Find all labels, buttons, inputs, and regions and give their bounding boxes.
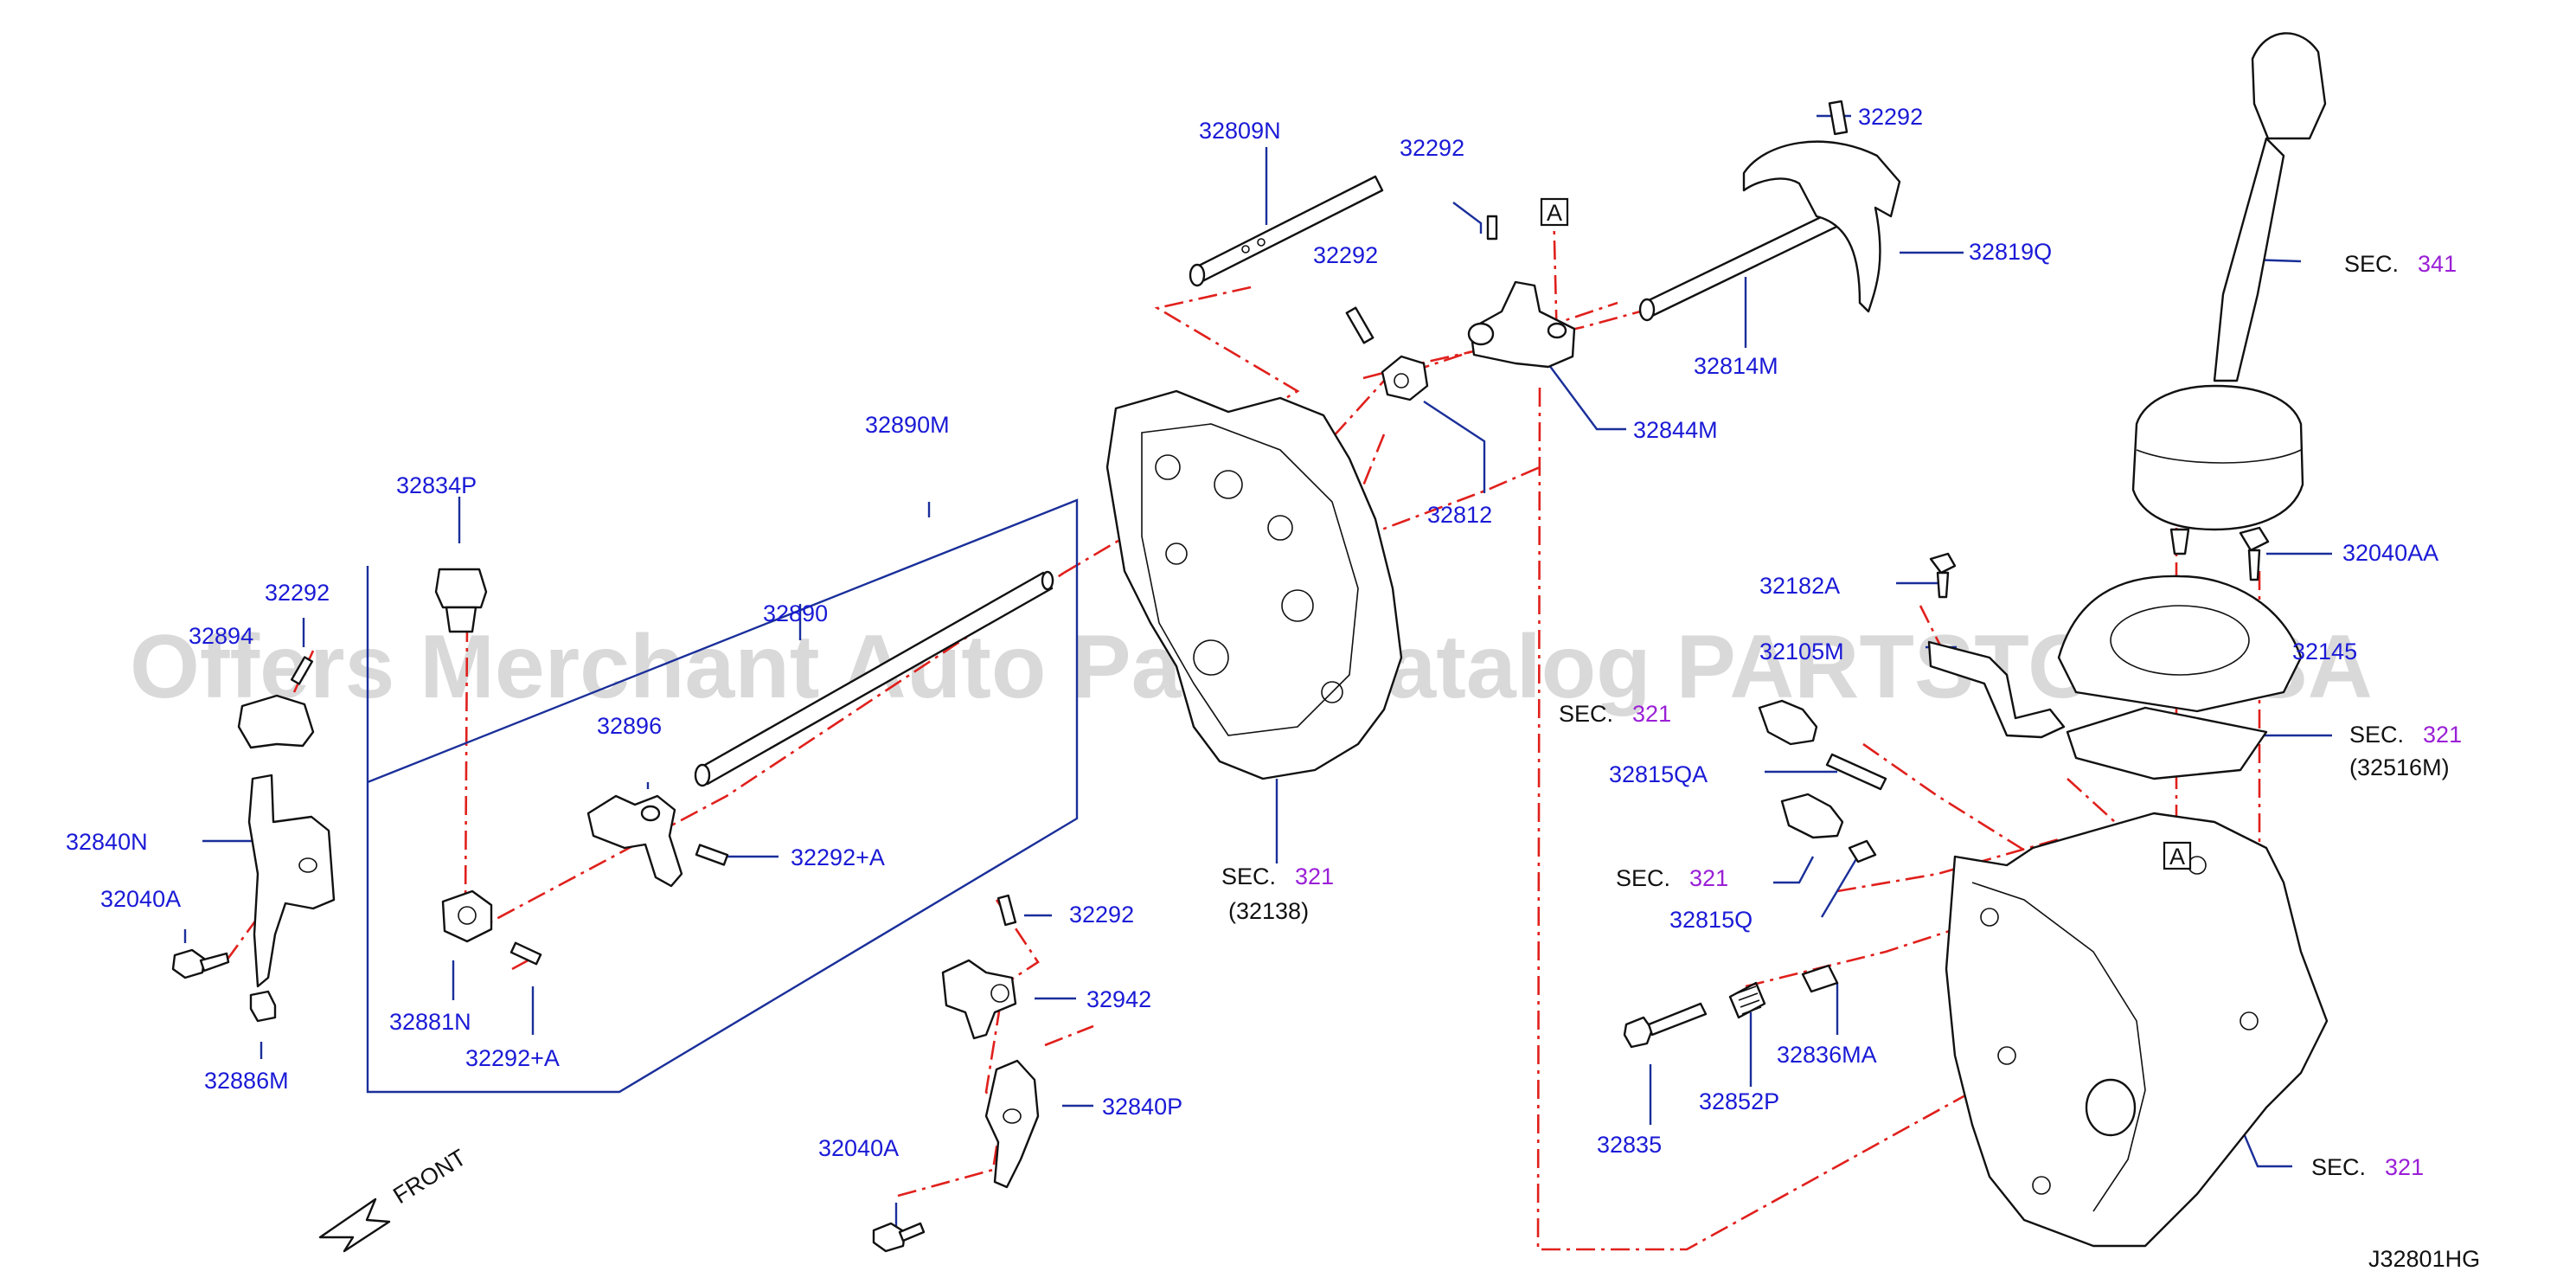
label-32840N: 32840N bbox=[66, 829, 148, 855]
sec-ref-transmission: SEC. 321 bbox=[2311, 1154, 2424, 1180]
bolt-32040AA bbox=[2239, 526, 2270, 581]
pin-32292A-b bbox=[509, 941, 542, 966]
part-labels: 32809N 32292 32292 32292 32819Q 32814M 3… bbox=[66, 104, 2438, 1161]
section-refs: SEC. 341 SEC. 321 (32138) SEC. 321 (3251… bbox=[1221, 251, 2462, 1180]
shift-lever-assembly bbox=[2131, 32, 2327, 555]
label-32040AA: 32040AA bbox=[2342, 540, 2438, 566]
bolt-32182A bbox=[1929, 552, 1957, 599]
svg-text:A: A bbox=[2169, 844, 2185, 870]
bushing-32812 bbox=[1381, 355, 1429, 401]
bracket-32942 bbox=[941, 959, 1017, 1040]
label-32894: 32894 bbox=[189, 623, 253, 649]
transmission-case-32138 bbox=[1105, 389, 1403, 780]
pin-32815QA bbox=[1825, 753, 1887, 791]
shift-fork-32819Q bbox=[1742, 100, 1901, 313]
shift-bracket-32844M bbox=[1467, 280, 1576, 369]
front-arrow bbox=[318, 1197, 391, 1253]
label-32292-c: 32292 bbox=[1313, 242, 1378, 268]
label-32819Q: 32819Q bbox=[1969, 239, 2052, 265]
front-label: FRONT bbox=[388, 1144, 471, 1209]
pin-32292-b bbox=[1345, 306, 1375, 344]
bracket-32894 bbox=[237, 656, 315, 749]
label-32292-d: 32292 bbox=[265, 580, 330, 606]
sec-ref-switch-2: SEC. 321 bbox=[1616, 865, 1728, 891]
svg-text:A: A bbox=[1547, 200, 1562, 226]
sec-ref-gasket: SEC. 321 bbox=[2349, 722, 2462, 748]
bushing-32881N bbox=[441, 889, 493, 943]
plunger-32835 bbox=[1623, 1002, 1708, 1049]
bolt-32040A-b bbox=[872, 1222, 926, 1253]
cover-32145 bbox=[2057, 575, 2303, 713]
plug-32834P bbox=[434, 568, 488, 633]
label-32292-a: 32292 bbox=[1400, 135, 1464, 161]
label-32942: 32942 bbox=[1086, 986, 1151, 1012]
label-32815Q: 32815Q bbox=[1669, 907, 1753, 933]
label-32896: 32896 bbox=[597, 713, 662, 739]
detent-32836MA bbox=[1801, 964, 1839, 993]
diagram-code: J32801HG bbox=[2368, 1246, 2480, 1272]
label-32814M: 32814M bbox=[1694, 353, 1778, 379]
transmission-housing bbox=[1945, 812, 2329, 1248]
bracket-32105M bbox=[1927, 640, 2066, 739]
label-32886M: 32886M bbox=[204, 1068, 289, 1094]
shift-rod-32890 bbox=[694, 570, 1054, 787]
switch-lower bbox=[1780, 793, 1844, 839]
label-32809N: 32809N bbox=[1199, 118, 1281, 144]
label-32040A-b: 32040A bbox=[818, 1135, 899, 1161]
pin-32292-c bbox=[996, 894, 1017, 927]
label-32852P: 32852P bbox=[1699, 1088, 1779, 1114]
label-32890: 32890 bbox=[763, 600, 828, 626]
label-32040A-a: 32040A bbox=[100, 886, 181, 912]
callout-a-top: A bbox=[1540, 197, 1569, 227]
block-32886M bbox=[249, 990, 277, 1023]
sec-ref-341: SEC. 341 bbox=[2344, 251, 2457, 277]
pin-32292-a bbox=[1486, 215, 1498, 241]
label-32844M: 32844M bbox=[1633, 417, 1718, 443]
label-32836MA: 32836MA bbox=[1777, 1042, 1877, 1068]
ref-32516M: (32516M) bbox=[2349, 754, 2450, 780]
label-32145: 32145 bbox=[2292, 639, 2357, 664]
label-32840P: 32840P bbox=[1102, 1094, 1182, 1120]
label-32182A: 32182A bbox=[1759, 573, 1840, 599]
label-32812: 32812 bbox=[1427, 502, 1492, 528]
spring-32852P bbox=[1728, 981, 1766, 1019]
label-32292-e: 32292 bbox=[1069, 902, 1134, 928]
gasket-32516M bbox=[2066, 706, 2268, 780]
label-32815QA: 32815QA bbox=[1609, 761, 1708, 787]
sec-ref-switch-1: SEC. 321 bbox=[1559, 701, 1671, 727]
label-32890M: 32890M bbox=[865, 412, 950, 438]
shift-rod-32809N bbox=[1189, 175, 1384, 287]
lever-32840N bbox=[247, 774, 336, 988]
shift-fork-32896 bbox=[586, 794, 683, 888]
pin-32815Q bbox=[1848, 839, 1877, 863]
label-32105M: 32105M bbox=[1759, 639, 1844, 664]
switch-upper bbox=[1758, 699, 1818, 746]
lever-32840P bbox=[984, 1059, 1040, 1189]
label-32834P: 32834P bbox=[396, 472, 477, 498]
label-32881N: 32881N bbox=[389, 1009, 471, 1035]
label-32292A-b: 32292+A bbox=[465, 1045, 560, 1071]
bolt-32040A-a bbox=[171, 948, 230, 979]
pin-32292A-a bbox=[695, 844, 729, 866]
label-32292-b: 32292 bbox=[1858, 104, 1923, 130]
callout-a-lower: A bbox=[2163, 841, 2192, 870]
sec-ref-case: SEC. 321 bbox=[1221, 863, 1334, 889]
label-32292A-a: 32292+A bbox=[791, 844, 885, 870]
leader-lines bbox=[183, 114, 2332, 1229]
shift-rod-32814M bbox=[1638, 202, 1856, 322]
label-32835: 32835 bbox=[1597, 1132, 1662, 1158]
ref-32138: (32138) bbox=[1228, 898, 1309, 924]
